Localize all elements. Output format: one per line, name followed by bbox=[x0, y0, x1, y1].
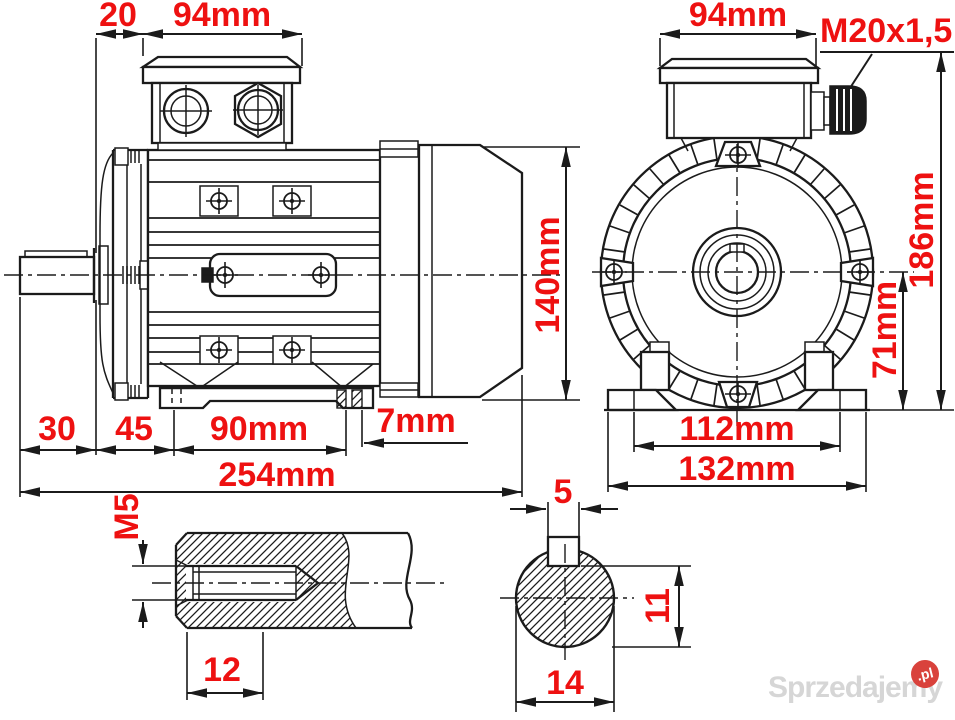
fan-cowl bbox=[417, 143, 524, 399]
watermark: Sprzedajemy .pl bbox=[768, 660, 944, 704]
dim-label-overall-height: 186mm bbox=[903, 171, 941, 288]
dimension-linework bbox=[19, 29, 954, 712]
cable-entry-left bbox=[160, 85, 212, 137]
dim-label-shaft-length: 30 bbox=[38, 410, 76, 448]
watermark-badge-circle bbox=[911, 660, 939, 688]
dim-label-foot-width: 132mm bbox=[678, 450, 795, 488]
dim-label-axis-height: 71mm bbox=[866, 281, 904, 379]
terminal-box-side bbox=[139, 55, 304, 151]
foot bbox=[158, 361, 375, 410]
shaft-section-detail bbox=[500, 535, 634, 660]
dim-label-shaft-diameter: 14 bbox=[546, 664, 584, 702]
dim-label-key-flat-height: 11 bbox=[639, 588, 677, 624]
foot-rib-section bbox=[351, 389, 363, 409]
radial-fins bbox=[603, 138, 871, 406]
dim-label-foot-length: 90mm bbox=[210, 410, 308, 448]
dim-label-cowl-height: 140mm bbox=[529, 216, 567, 333]
dim-label-front-box-width: 94mm bbox=[689, 0, 787, 34]
dim-label-flange-to-foot: 45 bbox=[115, 410, 153, 448]
flange-bolt-top bbox=[114, 147, 140, 166]
dim-label-thread-depth: 12 bbox=[203, 651, 241, 689]
dim-label-overall-length: 254mm bbox=[218, 456, 335, 494]
cable-entry-right bbox=[233, 81, 283, 139]
dim-label-side-box-width: 94mm bbox=[173, 0, 271, 34]
flange-bolt-bottom bbox=[114, 382, 140, 401]
dim-label-box-offset: 20 bbox=[99, 0, 137, 34]
dimension-labels: 20 94mm 94mm M20x1,5 140mm 186mm 71mm 30… bbox=[38, 0, 952, 702]
watermark-tld: .pl bbox=[915, 664, 935, 683]
break-line bbox=[405, 532, 414, 629]
foot-rib-section bbox=[336, 389, 347, 409]
dim-label-foot-hole-spacing: 112mm bbox=[679, 410, 794, 448]
keyway-slot bbox=[546, 535, 581, 568]
cooling-fins bbox=[149, 159, 379, 365]
motor-side-view bbox=[4, 55, 560, 410]
dim-label-key-width: 5 bbox=[554, 473, 573, 511]
watermark-badge: .pl bbox=[911, 660, 939, 688]
cable-gland bbox=[810, 85, 867, 135]
terminal-box-front bbox=[656, 57, 822, 152]
shaft-end-detail bbox=[152, 531, 448, 630]
motor-front-view bbox=[592, 57, 914, 426]
dim-label-thread: M5 bbox=[108, 493, 146, 540]
end-shield-bell bbox=[99, 152, 114, 394]
dim-label-foot-plate: 7mm bbox=[376, 402, 455, 440]
dim-label-cable-gland: M20x1,5 bbox=[820, 12, 952, 50]
